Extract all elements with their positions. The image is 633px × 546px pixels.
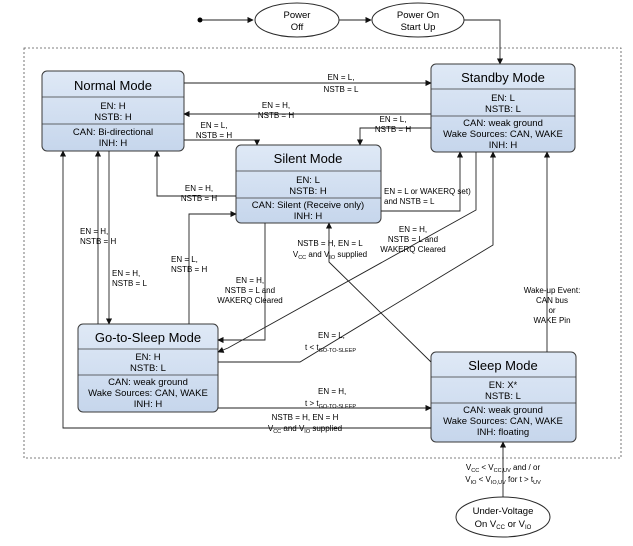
silent-mode-en: EN: L (296, 175, 320, 186)
arrow-poweron-standby (464, 19, 504, 65)
label-gts-silent-1: EN = L, (171, 255, 198, 264)
go-to-sleep-mode-nstb: NSTB: L (130, 363, 166, 374)
power-off-line2: Off (291, 22, 304, 33)
sleep-mode-nstb: NSTB: L (485, 391, 521, 402)
power-off-line1: Power (284, 10, 311, 21)
standby-mode-wake: Wake Sources: CAN, WAKE (443, 129, 563, 140)
label-sleep-gts-1: EN = H, (399, 225, 427, 234)
arrow-sleep-silent (325, 222, 432, 363)
arrow-silent-normal (153, 150, 236, 197)
silent-mode-inh: INH: H (294, 211, 323, 222)
label-silent-gts-2: NSTB = L and (225, 286, 275, 295)
label-undervoltage-1: VCC < VCC,UV and / or (466, 463, 541, 474)
label-sleep-normal-2: VCC and VIO supplied (268, 424, 342, 435)
label-standby-normal-2: NSTB = H (258, 111, 294, 120)
label-normal-standby-2: NSTB = L (324, 85, 359, 94)
label-silent-normal-1: EN = H, (185, 184, 213, 193)
label-gts-normal-2: NSTB = H (80, 237, 116, 246)
arrow-standby-silent (356, 127, 431, 146)
power-on-line2: Start Up (401, 22, 436, 33)
go-to-sleep-mode-box: Go-to-Sleep Mode EN: H NSTB: L CAN: weak… (77, 323, 219, 413)
power-off-node: Power Off (254, 2, 340, 38)
arrow-silent-gts (217, 223, 266, 344)
silent-mode-box: Silent Mode EN: L NSTB: H CAN: Silent (R… (235, 144, 382, 224)
standby-mode-inh: INH: H (489, 140, 518, 151)
sleep-mode-box: Sleep Mode EN: X* NSTB: L CAN: weak grou… (430, 351, 577, 443)
normal-mode-inh: INH: H (99, 138, 128, 149)
label-sleep-silent-2: VCC and VIO supplied (293, 250, 367, 261)
label-gts-sleep-1: EN = H, (318, 387, 346, 396)
standby-mode-box: Standby Mode EN: L NSTB: L CAN: weak gro… (430, 63, 576, 153)
label-silent-normal-2: NSTB = H (181, 194, 217, 203)
sleep-mode-can: CAN: weak ground (463, 405, 543, 416)
arrow-gts-standby (218, 151, 497, 363)
label-normal-silent-2: NSTB = H (196, 131, 232, 140)
label-sleep-gts-3: WAKERQ Cleared (380, 245, 446, 254)
label-gts-standby-2: t < tGO-TO-SLEEP (305, 343, 356, 354)
silent-mode-title: Silent Mode (274, 151, 343, 166)
arrow-gts-silent (188, 210, 237, 324)
go-to-sleep-mode-can: CAN: weak ground (108, 377, 188, 388)
label-standby-silent-2: NSTB = H (375, 125, 411, 134)
silent-mode-can: CAN: Silent (Receive only) (252, 200, 364, 211)
label-normal-gts-1: EN = H, (112, 269, 140, 278)
under-voltage-line1: Under-Voltage (473, 506, 534, 517)
label-gts-sleep-2: t > tGO-TO-SLEEP (305, 399, 356, 410)
label-silent-standby-1: EN = L or WAKERQ set) (384, 187, 471, 196)
sleep-mode-wake: Wake Sources: CAN, WAKE (443, 416, 563, 427)
sleep-mode-title: Sleep Mode (468, 358, 537, 373)
label-normal-silent-1: EN = L, (201, 121, 228, 130)
label-normal-standby-1: EN = L, (328, 73, 355, 82)
label-standby-normal-1: EN = H, (262, 101, 290, 110)
power-on-node: Power On Start Up (371, 2, 465, 38)
start-dot (197, 17, 203, 23)
device-boundary (23, 47, 622, 459)
arrow-sleep-normal (59, 150, 431, 429)
power-on-line1: Power On (397, 10, 439, 21)
label-undervoltage-2: VIO < VIO,UV for t > tUV (465, 475, 541, 486)
label-sleep-normal-1: NSTB = H, EN = H (272, 413, 339, 422)
sleep-mode-inh: INH: floating (477, 427, 529, 438)
normal-mode-can: CAN: Bi-directional (73, 127, 153, 138)
label-silent-gts-3: WAKERQ Cleared (217, 296, 283, 305)
label-silent-gts-1: EN = H, (236, 276, 264, 285)
label-normal-gts-2: NSTB = L (112, 279, 147, 288)
arrow-standby-gts (217, 152, 477, 353)
under-voltage-line2: On VCC or VIO (475, 519, 532, 531)
label-wakeup-1: Wake-up Event: (524, 286, 581, 295)
standby-mode-en: EN: L (491, 93, 515, 104)
normal-mode-box: Normal Mode EN: H NSTB: H CAN: Bi-direct… (41, 70, 185, 152)
label-wakeup-4: WAKE Pin (533, 316, 570, 325)
label-silent-standby-2: and NSTB = L (384, 197, 435, 206)
go-to-sleep-mode-wake: Wake Sources: CAN, WAKE (88, 388, 208, 399)
label-gts-normal-1: EN = H, (80, 227, 108, 236)
go-to-sleep-mode-title: Go-to-Sleep Mode (95, 330, 201, 345)
arrow-silent-standby (381, 151, 464, 212)
label-gts-standby-1: EN = L, (318, 331, 345, 340)
go-to-sleep-mode-inh: INH: H (134, 399, 163, 410)
label-sleep-gts-2: NSTB = L and (388, 235, 438, 244)
standby-mode-nstb: NSTB: L (485, 104, 521, 115)
normal-mode-title: Normal Mode (74, 78, 152, 93)
label-wakeup-3: or (548, 306, 555, 315)
label-standby-silent-1: EN = L, (380, 115, 407, 124)
normal-mode-nstb: NSTB: H (94, 112, 132, 123)
normal-mode-en: EN: H (100, 101, 125, 112)
standby-mode-can: CAN: weak ground (463, 118, 543, 129)
arrow-normal-silent (184, 139, 261, 146)
silent-mode-nstb: NSTB: H (289, 186, 327, 197)
standby-mode-title: Standby Mode (461, 70, 545, 85)
sleep-mode-en: EN: X* (489, 380, 518, 391)
under-voltage-node: Under-Voltage On VCC or VIO (455, 496, 551, 538)
label-gts-silent-2: NSTB = H (171, 265, 207, 274)
label-wakeup-2: CAN bus (536, 296, 568, 305)
go-to-sleep-mode-en: EN: H (135, 352, 160, 363)
label-sleep-silent-1: NSTB = H, EN = L (297, 239, 363, 248)
